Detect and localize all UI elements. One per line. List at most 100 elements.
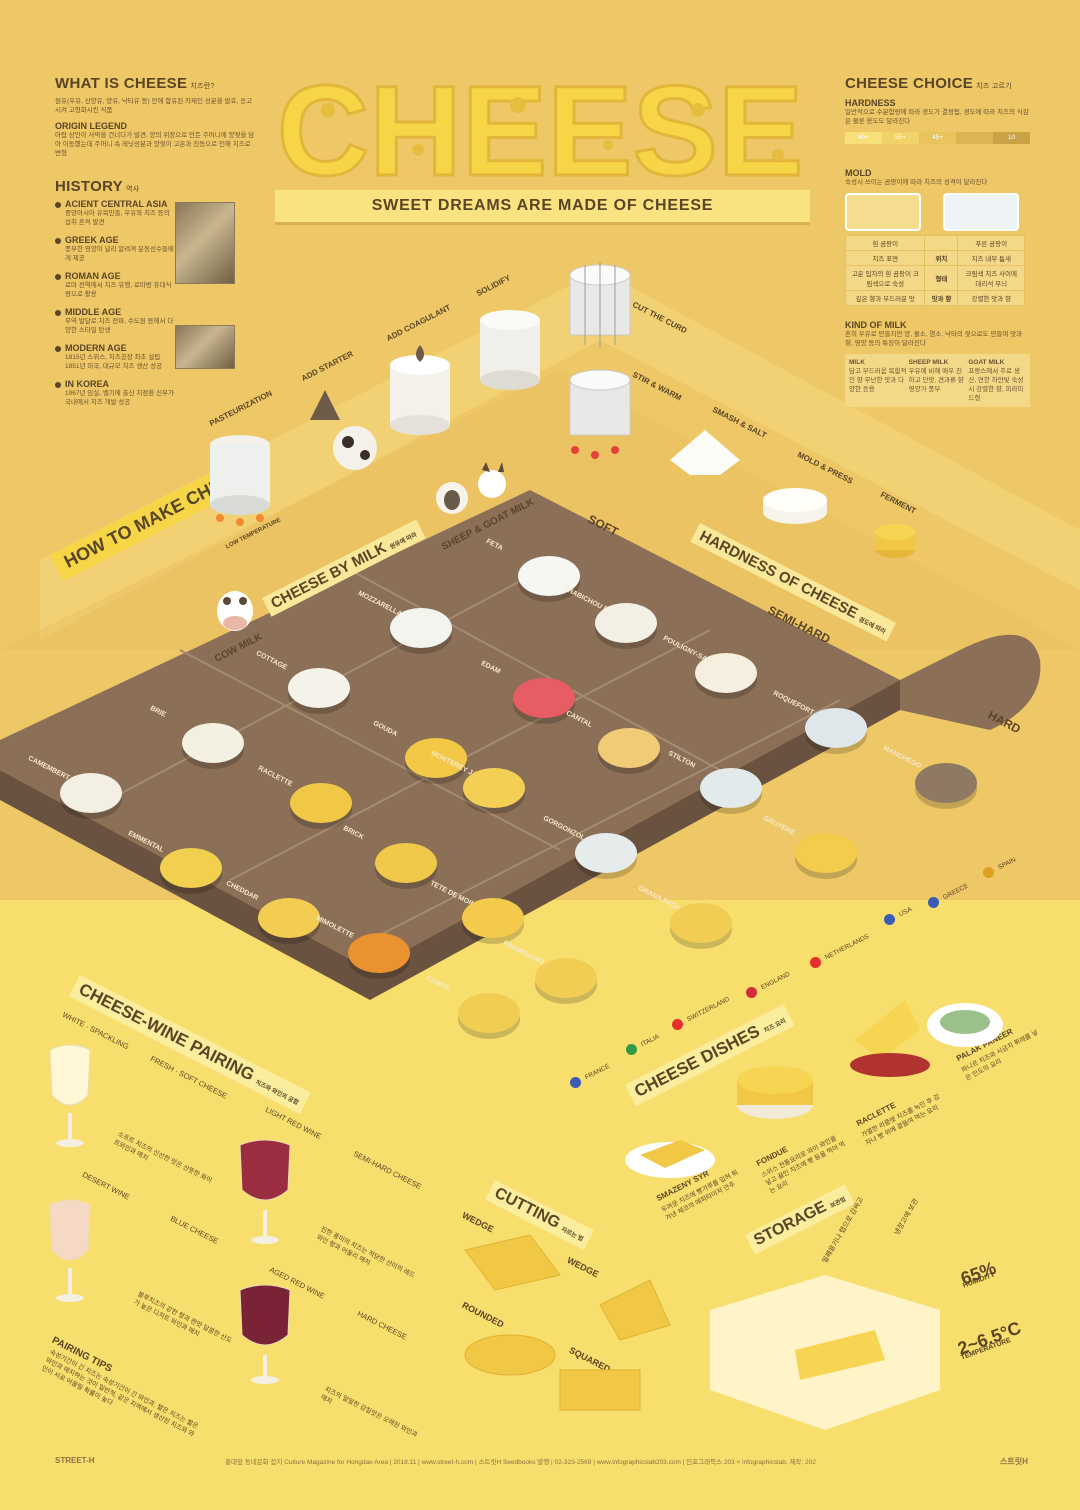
- cheese-wheel-icon: [535, 958, 597, 998]
- cheese-wheel-icon: [458, 993, 520, 1033]
- cutting-board: [0, 490, 1041, 1000]
- cheese-wheel-icon: [695, 653, 757, 693]
- smashed-curd: [670, 430, 740, 475]
- cheese-title-graphic: CHEESE: [275, 70, 804, 190]
- milk-text: 우유에 비해 매우 진하고 단맛, 견과류 향 영양가 풍부: [908, 368, 964, 393]
- cheese-wheel-icon: [462, 898, 524, 938]
- country-flag-icon: [570, 1077, 581, 1088]
- history-item-title: ACIENT CENTRAL ASIA: [55, 199, 175, 209]
- milk-text: 프랑스에서 주로 생산, 연한 하얀빛 숙성시 강렬한 향, 피라미드형: [968, 368, 1024, 402]
- hardness-text: 일반적으로 수분함량에 따라 경도가 결정됨, 경도에 따라 치즈의 식감은 물…: [845, 109, 1029, 125]
- white-mold-swatch: [845, 193, 921, 231]
- hardness-heading: HARDNESS: [845, 98, 896, 108]
- mold-cell: 강렬한 맛과 향: [957, 290, 1025, 306]
- footer-left: STREET-H: [55, 1456, 95, 1465]
- mold-text: 숙성시 쓰이는 곰팡이에 따라 치즈의 성격이 달라진다: [845, 179, 988, 186]
- hardness-scale: 80+55+45+10: [845, 132, 1030, 144]
- hardness-level: 45+: [919, 132, 956, 144]
- cutting-illustrations: [464, 1234, 671, 1411]
- mold-heading: MOLD: [845, 168, 872, 178]
- cheese-wheel-icon: [182, 723, 244, 763]
- mold-cell: 형태: [924, 265, 959, 291]
- cheese-wheel-icon: [805, 708, 867, 748]
- what-is-text: 원유(우유, 산양유, 양유, 낙타유 등) 안에 함유된 카제인 성분을 발효…: [55, 98, 253, 114]
- history-photo-ancient: [175, 202, 235, 284]
- mold-cell: 푸른 곰팡이: [957, 235, 1025, 251]
- cheese-wheel-icon: [598, 728, 660, 768]
- mold-cell: 크림색 치즈 사이에 대리석 무늬: [957, 265, 1025, 291]
- origin-heading: ORIGIN LEGEND: [55, 121, 128, 131]
- cheese-wheel-icon: [518, 556, 580, 596]
- storage-illustration: [710, 1275, 940, 1430]
- milk-name: GOAT MILK: [968, 359, 1005, 366]
- hardness-level: 10: [993, 132, 1030, 144]
- cheese-wheel-icon: [795, 833, 857, 873]
- country-flag-icon: [746, 987, 757, 998]
- cheese-wheel-icon: [595, 603, 657, 643]
- cheese-wheel-icon: [375, 843, 437, 883]
- history-item-title: ROMAN AGE: [55, 271, 175, 281]
- cheese-wheel-icon: [290, 783, 352, 823]
- country-flag-icon: [810, 957, 821, 968]
- hardness-level: 80+: [845, 132, 882, 144]
- history-item-title: IN KOREA: [55, 379, 175, 389]
- history-item-text: 중앙아시아 유목민들, 우유와 치즈 등의 섭취 흔적 발견: [65, 210, 170, 226]
- subtitle-ribbon: SWEET DREAMS ARE MADE OF CHEESE: [275, 190, 810, 222]
- cheese-title: CHEESE: [277, 70, 803, 190]
- cheese-wheel-icon: [405, 738, 467, 778]
- cow-spot-ball: [333, 426, 377, 470]
- country-flag-icon: [983, 867, 994, 878]
- history-item-text: 1815년 스위스, 치즈공장 최초 설립 1851년 미국, 대규모 치즈 생…: [65, 354, 163, 370]
- milk-text: 흔히 우유로 만들지만 양, 물소, 염소, 낙타의 젖으로도 만들며 맛과 향…: [845, 331, 1023, 347]
- country-flag-icon: [884, 914, 895, 925]
- origin-text: 아랍 상인이 사막을 건너다가 발견. 양의 위장으로 만든 주머니에 양젖을 …: [55, 132, 255, 157]
- cheese-wheel-icon: [160, 848, 222, 888]
- cheese-wheel-icon: [915, 763, 977, 803]
- history-item-text: 풍부한 영양이 널리 알려져 운동선수들에게 제공: [65, 246, 174, 262]
- milk-heading: KIND OF MILK: [845, 320, 907, 330]
- history-photo-modern: [175, 325, 235, 369]
- mold-cell: 깊은 향과 부드러운 맛: [844, 290, 926, 306]
- cheese-wheel-icon: [390, 608, 452, 648]
- cow-icon: [217, 591, 253, 631]
- history-item-text: 1967년 임실, 벨기에 출신 지정환 신부가 국내에서 치즈 개발 성공: [65, 390, 175, 406]
- pasteurization-pot: [210, 435, 270, 526]
- history-item-title: MIDDLE AGE: [55, 307, 175, 317]
- footer-right: 스트릿H: [1000, 1457, 1028, 1466]
- milk-name: MILK: [849, 359, 865, 366]
- milk-name: SHEEP MILK: [908, 359, 949, 366]
- country-flag-icon: [626, 1044, 637, 1055]
- history-item-title: MODERN AGE: [55, 343, 175, 353]
- cheese-wheel-icon: [288, 668, 350, 708]
- mold-cell: [924, 235, 959, 251]
- milk-column: GOAT MILK 프랑스에서 주로 생산, 연한 하얀빛 숙성시 강렬한 향, …: [968, 358, 1026, 403]
- mold-cell: 치즈 내부 틈새: [957, 250, 1025, 266]
- history-item-text: 무역 발달로 치즈 전파, 수도원 등에서 다양한 스타일 탄생: [65, 318, 174, 334]
- cheese-wheel-icon: [60, 773, 122, 813]
- history-item-title: GREEK AGE: [55, 235, 175, 245]
- cheese-wheel-icon: [575, 833, 637, 873]
- history-item-text: 로마 전역에서 치즈 유행, 로마병 휴대식량으로 활용: [65, 282, 172, 298]
- blue-mold-swatch: [943, 193, 1019, 231]
- cheese-wheel-icon: [670, 903, 732, 943]
- cheese-wheel-icon: [700, 768, 762, 808]
- milk-text: 담고 부드러움 복합적인 향 무난한 맛과 다양한 응용: [849, 368, 907, 393]
- cheese-wheel-icon: [513, 678, 575, 718]
- mold-cell: 맛과 향: [924, 290, 959, 306]
- mold-cell: 위치: [924, 250, 959, 266]
- country-flag-icon: [928, 897, 939, 908]
- cheese-wheel-icon: [463, 768, 525, 808]
- starter-drop: [310, 390, 340, 420]
